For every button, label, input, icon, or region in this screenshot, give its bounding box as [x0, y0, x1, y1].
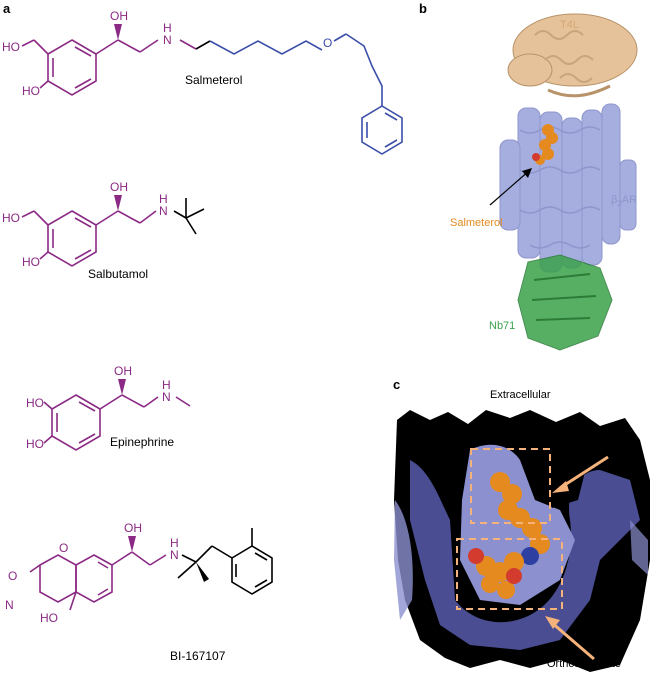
atom-label: N	[159, 204, 168, 218]
atom-label: N	[163, 33, 172, 47]
salmeterol-spheres-c	[468, 472, 550, 599]
t4l-helix-marks	[534, 30, 594, 83]
atom-label: OH	[124, 521, 142, 535]
atom-label: O	[8, 569, 17, 583]
orthosteric-arrow	[545, 616, 595, 661]
molecule-name-bi167107: BI-167107	[170, 649, 226, 663]
atom-label: N	[170, 548, 179, 562]
salbutamol-structure	[21, 210, 157, 267]
salmeterol-linker	[195, 40, 211, 50]
b2ar-helix-marks	[519, 126, 601, 249]
atom-label: HO	[2, 40, 20, 54]
atom-label: HO	[2, 211, 20, 225]
atom-label: HO	[26, 396, 44, 410]
label-t4l: T4L	[560, 19, 579, 31]
wedge-bond	[128, 536, 136, 552]
label-exosite: Exosite	[583, 424, 619, 436]
bi167107-structure	[29, 551, 167, 611]
nb71-ribbon	[517, 254, 613, 351]
b2ar-ribbon	[499, 103, 637, 273]
label-salmeterol-b: Salmeterol	[450, 217, 503, 229]
salmeterol-structure	[21, 39, 197, 96]
molecule-name-salbutamol: Salbutamol	[88, 267, 148, 281]
wedge-bond	[114, 195, 122, 211]
molecule-name-salmeterol: Salmeterol	[185, 73, 242, 87]
atom-label: H	[170, 536, 179, 550]
atom-label: H	[162, 378, 171, 392]
molecule-name-epinephrine: Epinephrine	[110, 435, 174, 449]
nb71-strand-marks	[531, 273, 597, 321]
bi167107-tail	[177, 528, 273, 595]
atom-label: H	[163, 21, 172, 35]
atom-label: O	[59, 541, 68, 555]
label-orthosteric-site: Orthosteric site	[547, 658, 621, 670]
panel-label-b: b	[419, 1, 427, 16]
wedge-bond	[196, 562, 209, 582]
exosite-box	[470, 448, 551, 524]
atom-label: HO	[26, 437, 44, 451]
atom-label: N	[162, 390, 171, 404]
tert-butyl	[173, 198, 205, 235]
wedge-bond	[118, 379, 126, 395]
panel-label-c: c	[393, 377, 400, 392]
atom-label: H	[159, 192, 168, 206]
atom-label: HO	[22, 255, 40, 269]
epinephrine-structure	[43, 394, 191, 451]
atom-label: O	[323, 36, 332, 50]
salmeterol-tail	[209, 33, 403, 155]
salmeterol-spheres-b	[532, 124, 558, 165]
atom-label: OH	[110, 180, 128, 194]
label-nb71: Nb71	[489, 320, 515, 332]
atom-label: OH	[114, 364, 132, 378]
salmeterol-arrow	[489, 168, 532, 206]
atom-label: N	[5, 598, 14, 612]
panel-label-a: a	[3, 1, 11, 16]
atom-label: OH	[110, 9, 128, 23]
atom-label: HO	[22, 84, 40, 98]
exosite-arrow	[552, 455, 609, 493]
orthosteric-box	[456, 538, 563, 610]
atom-label: HO	[40, 611, 58, 625]
label-extracellular: Extracellular	[490, 389, 551, 401]
label-b2ar: β2AR	[611, 194, 637, 208]
wedge-bond	[114, 24, 122, 40]
